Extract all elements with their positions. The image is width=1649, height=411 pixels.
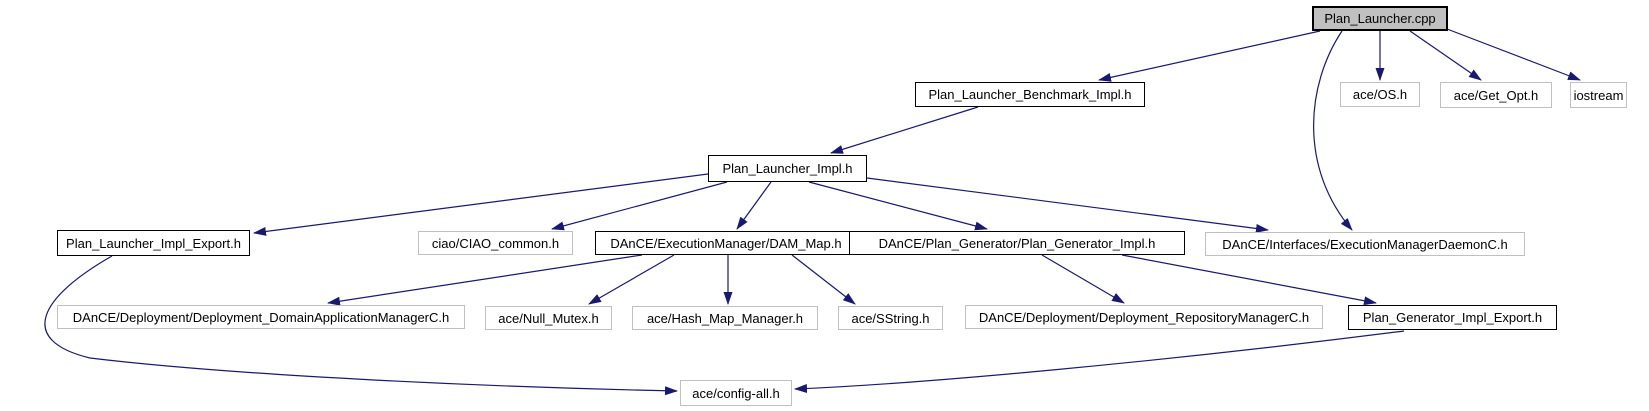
edge-benchmark-to-impl [830,106,979,154]
node-plan-launcher-cpp: Plan_Launcher.cpp [1312,6,1448,31]
edge-plan-generator-to-generator-export [1121,254,1377,306]
edge-cpp-to-benchmark [1098,30,1321,82]
edge-cpp-to-daemon [1313,30,1353,231]
node-deployment-domain-app-manager: DAnCE/Deployment/Deployment_DomainApplic… [57,305,465,329]
node-plan-launcher-impl[interactable]: Plan_Launcher_Impl.h [708,155,867,182]
node-execution-manager-daemon: DAnCE/Interfaces/ExecutionManagerDaemonC… [1205,232,1525,256]
node-plan-launcher-impl-export[interactable]: Plan_Launcher_Impl_Export.h [57,230,250,256]
edge-cpp-to-ace-get-opt [1409,30,1482,81]
edge-dam-map-to-sstring [791,254,856,305]
node-dam-map[interactable]: DAnCE/ExecutionManager/DAM_Map.h [595,231,857,255]
edge-cpp-to-iostream [1446,28,1581,81]
edge-impl-export-to-config-all [44,255,678,396]
node-ace-sstring: ace/SString.h [838,306,943,330]
node-plan-generator-impl-export[interactable]: Plan_Generator_Impl_Export.h [1348,305,1557,330]
node-ciao-common: ciao/CIAO_common.h [418,231,573,255]
edge-impl-to-daemon [866,177,1269,233]
edge-dam-map-to-domain-app-manager [327,254,643,306]
node-plan-generator-impl[interactable]: DAnCE/Plan_Generator/Plan_Generator_Impl… [849,231,1185,255]
edge-plan-generator-to-repository-manager [1041,254,1125,304]
edge-impl-to-plan-generator [808,181,988,231]
edge-impl-to-ciao-common [551,181,728,231]
edge-impl-to-dam-map [736,181,772,230]
node-plan-launcher-benchmark-impl[interactable]: Plan_Launcher_Benchmark_Impl.h [915,82,1145,107]
edge-dam-map-to-null-mutex [588,254,675,305]
node-ace-config-all: ace/config-all.h [680,380,792,406]
node-ace-get-opt: ace/Get_Opt.h [1440,82,1552,108]
node-ace-hash-map-manager: ace/Hash_Map_Manager.h [632,306,818,330]
node-ace-null-mutex: ace/Null_Mutex.h [485,306,612,330]
edge-generator-export-to-config-all [794,330,1405,394]
node-ace-os: ace/OS.h [1340,82,1420,107]
node-deployment-repository-manager: DAnCE/Deployment/Deployment_RepositoryMa… [965,305,1323,329]
edge-impl-to-impl-export [253,173,709,236]
node-iostream: iostream [1570,82,1627,108]
